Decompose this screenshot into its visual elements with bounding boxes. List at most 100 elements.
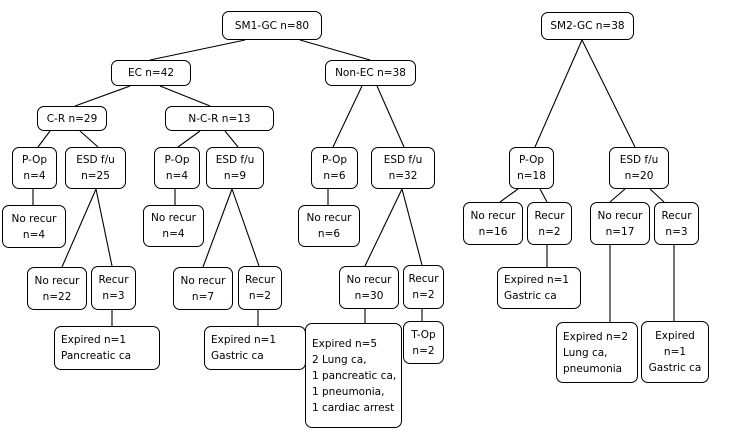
node-label: Expired n=2 <box>563 330 629 343</box>
node-count: n=2 <box>412 289 435 301</box>
node-non-ec: Non-EC n=38 <box>325 60 416 86</box>
node-expired-ncr: Expired n=1 Gastric ca <box>204 326 306 370</box>
node-count: n=25 <box>81 170 110 182</box>
node-count: n=2 <box>248 290 272 302</box>
node-label: P-Op <box>21 154 48 166</box>
node-label: ESD f/u <box>619 154 659 166</box>
node-cause: 1 cardiac arrest <box>312 401 395 414</box>
node-no-recur-p-op-sm2: No recur n=16 <box>463 202 523 245</box>
node-label: Expired n=1 <box>61 334 127 346</box>
node-cause: Gastric ca <box>648 362 702 374</box>
node-count: n=1 <box>663 346 687 358</box>
node-count: n=4 <box>162 228 185 240</box>
node-count: n=2 <box>538 225 561 238</box>
node-recur-esd-non-ec: Recur n=2 <box>403 265 444 309</box>
node-p-op-cr: P-Op n=4 <box>12 147 57 189</box>
node-label: No recur <box>306 212 352 224</box>
node-count: n=32 <box>388 170 418 182</box>
node-count: n=6 <box>317 228 341 240</box>
node-count: n=16 <box>478 225 508 238</box>
node-sm1-gc: SM1-GC n=80 <box>222 11 322 40</box>
node-label: Expired <box>655 330 695 342</box>
node-label: No recur <box>11 212 57 225</box>
node-label: ESD f/u <box>383 154 423 166</box>
node-label: No recur <box>180 274 226 287</box>
node-cause: 1 pneumonia, <box>312 385 385 398</box>
node-label: No recur <box>151 212 196 224</box>
node-expired-recur-sm2: Expired n=1 Gastric ca <box>641 321 709 383</box>
node-cause: Pancreatic ca <box>61 350 132 362</box>
node-recur-p-op-sm2: Recur n=2 <box>527 202 572 245</box>
node-cause: Lung ca, <box>563 346 608 359</box>
node-no-recur-esd-sm2: No recur n=17 <box>590 202 650 245</box>
node-esd-fu-cr: ESD f/u n=25 <box>65 147 126 189</box>
node-label: P-Op <box>321 154 348 166</box>
node-recur-esd-ncr: Recur n=2 <box>238 266 282 310</box>
node-label: P-Op <box>164 154 190 166</box>
node-cause: pneumonia <box>563 362 623 375</box>
node-count: n=30 <box>354 289 384 302</box>
node-esd-fu-ncr: ESD f/u n=9 <box>206 147 264 189</box>
node-p-op-sm2: P-Op n=18 <box>509 147 554 189</box>
node-count: n=4 <box>23 170 46 182</box>
node-no-recur-esd-ncr: No recur n=7 <box>173 267 233 310</box>
node-label: Non-EC n=38 <box>335 67 406 79</box>
node-count: n=4 <box>22 228 46 241</box>
node-count: n=2 <box>412 344 435 357</box>
node-cause: 1 pancreatic ca, <box>312 369 397 382</box>
node-label: T-Op <box>411 328 436 341</box>
node-label: N-C-R n=13 <box>188 112 251 125</box>
node-label: Expired n=1 <box>211 334 277 346</box>
node-label: No recur <box>346 273 392 286</box>
node-label: Recur <box>98 274 129 286</box>
node-expired-no-recur-sm2: Expired n=2 Lung ca, pneumonia <box>556 322 638 383</box>
node-recur-esd-cr: Recur n=3 <box>91 266 136 310</box>
node-count: n=6 <box>323 170 346 182</box>
node-no-recur-esd-cr: No recur n=22 <box>27 267 87 310</box>
node-count: n=20 <box>624 170 654 182</box>
node-n-c-r: N-C-R n=13 <box>165 106 274 131</box>
node-count: n=3 <box>665 225 688 238</box>
node-count: n=3 <box>102 290 125 302</box>
node-label: Recur <box>408 273 439 285</box>
node-expired-non-ec: Expired n=5 2 Lung ca, 1 pancreatic ca, … <box>305 323 402 428</box>
node-count: n=9 <box>223 170 247 182</box>
node-p-op-non-ec: P-Op n=6 <box>311 147 358 189</box>
node-cause: Gastric ca <box>504 290 557 302</box>
node-label: EC n=42 <box>127 67 175 79</box>
node-label: C-R n=29 <box>46 112 98 125</box>
node-label: Recur <box>661 209 692 222</box>
node-label: Expired n=1 <box>504 274 570 286</box>
node-no-recur-p-op-non-ec: No recur n=6 <box>298 205 360 247</box>
node-count: n=22 <box>42 290 72 303</box>
node-c-r: C-R n=29 <box>37 106 107 131</box>
node-label: No recur <box>470 209 516 222</box>
node-no-recur-esd-non-ec: No recur n=30 <box>339 266 399 309</box>
node-esd-fu-sm2: ESD f/u n=20 <box>609 147 669 189</box>
node-esd-fu-non-ec: ESD f/u n=32 <box>371 147 435 189</box>
node-label: P-Op <box>518 154 545 166</box>
node-no-recur-p-op-cr: No recur n=4 <box>2 205 66 248</box>
node-expired-p-op-sm2: Expired n=1 Gastric ca <box>497 267 581 309</box>
node-sm2-gc: SM2-GC n=38 <box>541 12 634 40</box>
node-cause: 2 Lung ca, <box>312 353 367 366</box>
node-label: ESD f/u <box>76 154 115 166</box>
node-expired-cr: Expired n=1 Pancreatic ca <box>54 326 160 370</box>
node-label: Recur <box>534 209 565 222</box>
node-recur-esd-sm2: Recur n=3 <box>654 202 699 245</box>
node-label: No recur <box>597 209 643 222</box>
node-cause: Gastric ca <box>211 350 264 362</box>
node-ec: EC n=42 <box>111 60 191 86</box>
node-label: SM2-GC n=38 <box>550 20 625 32</box>
node-label: Expired n=5 <box>312 337 378 350</box>
node-label: Recur <box>244 274 276 286</box>
node-count: n=4 <box>165 170 189 182</box>
node-t-op-non-ec: T-Op n=2 <box>403 321 444 364</box>
node-p-op-ncr: P-Op n=4 <box>154 147 200 189</box>
node-label: No recur <box>34 274 80 287</box>
node-label: SM1-GC n=80 <box>234 19 310 32</box>
node-count: n=18 <box>517 170 546 182</box>
node-count: n=17 <box>605 225 635 238</box>
